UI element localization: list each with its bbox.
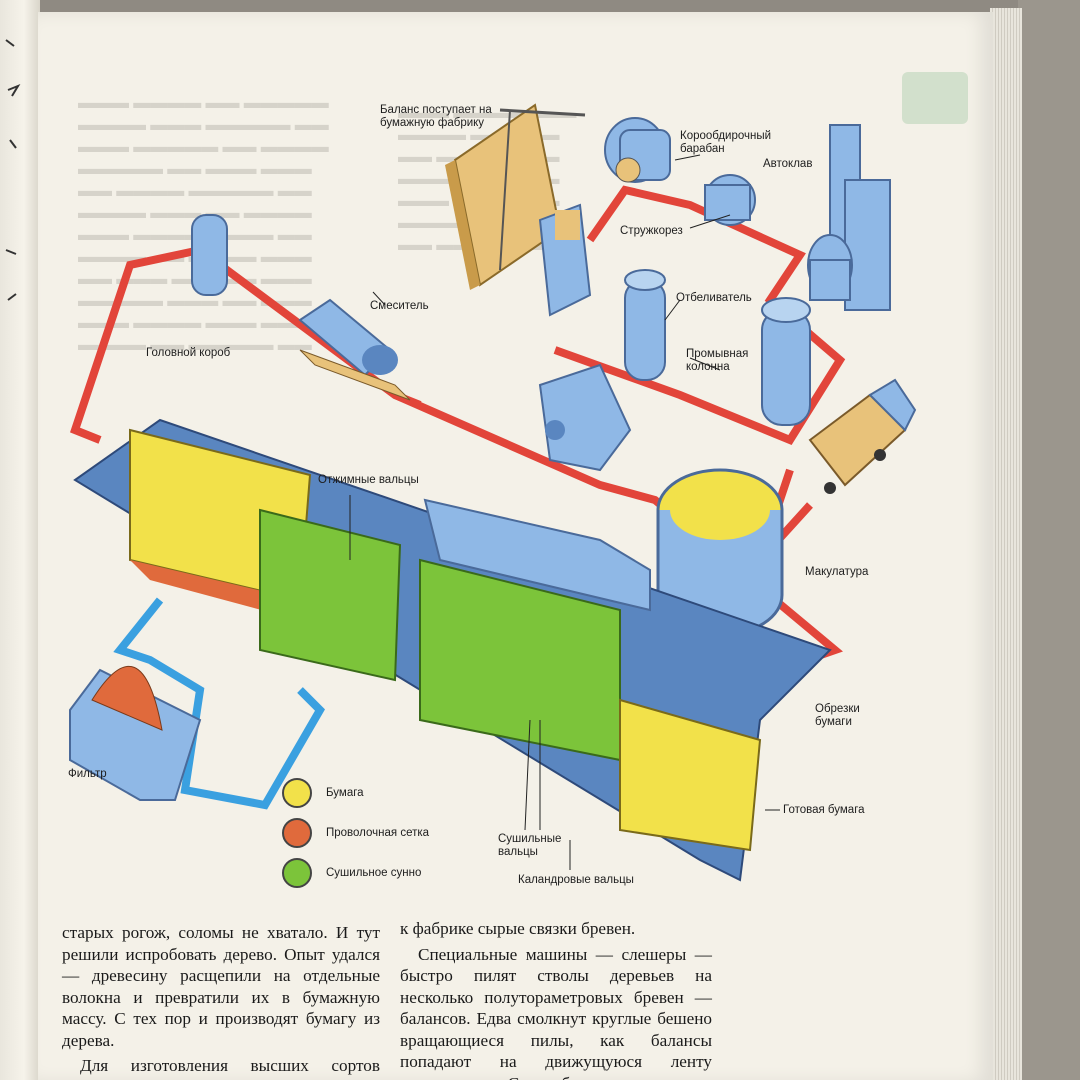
label-chipper: Стружкорез (620, 225, 683, 237)
previous-page-edge (0, 0, 40, 1080)
legend-item-wire: Проволочная сетка (282, 818, 429, 848)
pulper-vat (656, 468, 784, 637)
label-washer-column: Промывная колонна (686, 348, 749, 373)
label-trim: Обрезки бумаги (815, 703, 860, 728)
label-calender-rolls: Каландровые вальцы (518, 874, 634, 886)
legend-swatch-felt (282, 858, 312, 888)
label-dryer-rolls: Сушильные вальцы (498, 833, 562, 858)
legend-item-felt: Сушильное сунно (282, 858, 421, 888)
faded-page-number-badge (902, 72, 968, 124)
chip-bin (538, 203, 592, 317)
label-autoclave: Автоклав (763, 158, 813, 170)
mixer (298, 298, 411, 401)
washer-column (761, 297, 811, 426)
waste-paper-truck (808, 378, 917, 494)
filter-unit (69, 666, 202, 801)
label-debarker: Корообдирочный барабан (680, 130, 772, 155)
label-balance-in: Баланс поступает на бумажную фабрику (380, 104, 492, 129)
legend-label: Проволочная сетка (326, 826, 430, 839)
refiner-machine (538, 363, 632, 472)
book-cover-board (1018, 0, 1080, 1080)
paragraph: старых рогож, соломы не хватало. И тут р… (62, 923, 380, 1050)
body-column-right: к фабрике сырые связки бревен. Специальн… (400, 918, 712, 1080)
label-bleacher: Отбеливатель (676, 292, 752, 304)
callout-lines (349, 154, 780, 870)
label-waste-paper: Макулатура (805, 566, 869, 578)
show-through-text-left: ▬▬▬ ▬▬▬▬ ▬▬ ▬▬▬▬▬▬▬▬▬ ▬▬▬ ▬▬▬▬▬ ▬▬▬▬▬ ▬▬… (78, 93, 329, 354)
debarker-drum (604, 117, 671, 183)
pulp-flow-line (70, 246, 201, 444)
legend-swatch-wire (282, 818, 312, 848)
legend-swatch-paper (282, 778, 312, 808)
paragraph: Для изготовления высших сортов бумаги, н… (62, 1056, 380, 1080)
margin-scribble-icon (5, 39, 21, 301)
body-column-left: старых рогож, соломы не хватало. И тут р… (62, 922, 380, 1080)
legend-item-paper: Бумага (282, 778, 364, 808)
chipper (704, 174, 756, 226)
paper-machine (73, 418, 832, 882)
label-headbox: Головной короб (146, 347, 231, 359)
paragraph: к фабрике сырые связки бревен. (400, 919, 636, 938)
left-margin-marks (0, 0, 40, 400)
legend-label: Бумага (326, 786, 364, 799)
autoclave (807, 124, 891, 311)
stock-tank (191, 214, 228, 296)
log-stack (445, 103, 586, 290)
paragraph: Специальные машины — слешеры — быстро пи… (400, 944, 712, 1080)
label-mixer: Смеситель (370, 300, 429, 312)
page-stack-edges (990, 8, 1022, 1080)
legend-label: Сушильное сунно (326, 866, 422, 879)
bleacher-tank (624, 269, 666, 381)
label-finished-paper: Готовая бумага (783, 804, 865, 816)
label-press-rolls: Отжимные вальцы (318, 474, 419, 486)
label-filter: Фильтр (68, 768, 107, 780)
